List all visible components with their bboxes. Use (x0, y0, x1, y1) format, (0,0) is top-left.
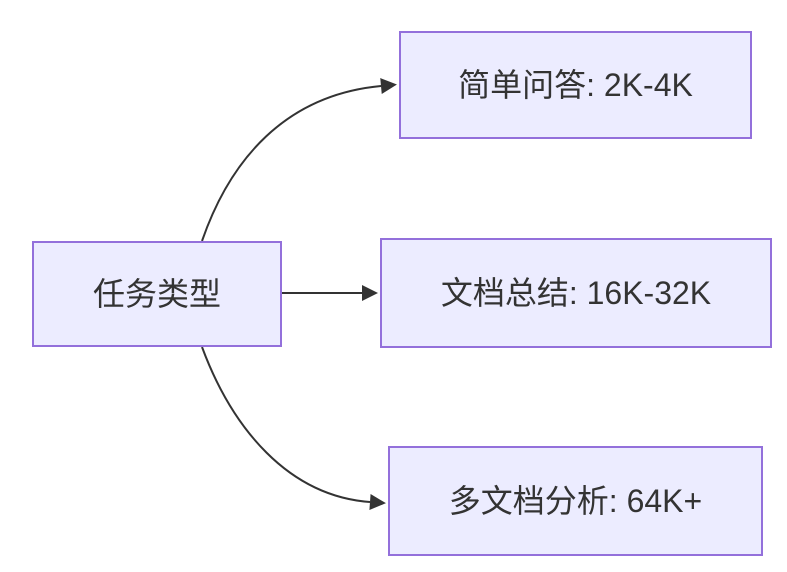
node-simple-qa-label: 简单问答: 2K-4K (458, 66, 693, 103)
node-doc-summary-label: 文档总结: 16K-32K (440, 274, 712, 311)
node-simple-qa: 简单问答: 2K-4K (399, 31, 752, 139)
node-task-type: 任务类型 (32, 241, 282, 347)
node-doc-summary: 文档总结: 16K-32K (380, 238, 772, 348)
node-task-type-label: 任务类型 (92, 275, 221, 312)
edge-root-to-multi-doc (201, 346, 386, 510)
edge-root-to-simple-qa (201, 78, 397, 242)
node-multi-doc-label: 多文档分析: 64K+ (448, 482, 703, 519)
node-multi-doc: 多文档分析: 64K+ (388, 446, 763, 556)
